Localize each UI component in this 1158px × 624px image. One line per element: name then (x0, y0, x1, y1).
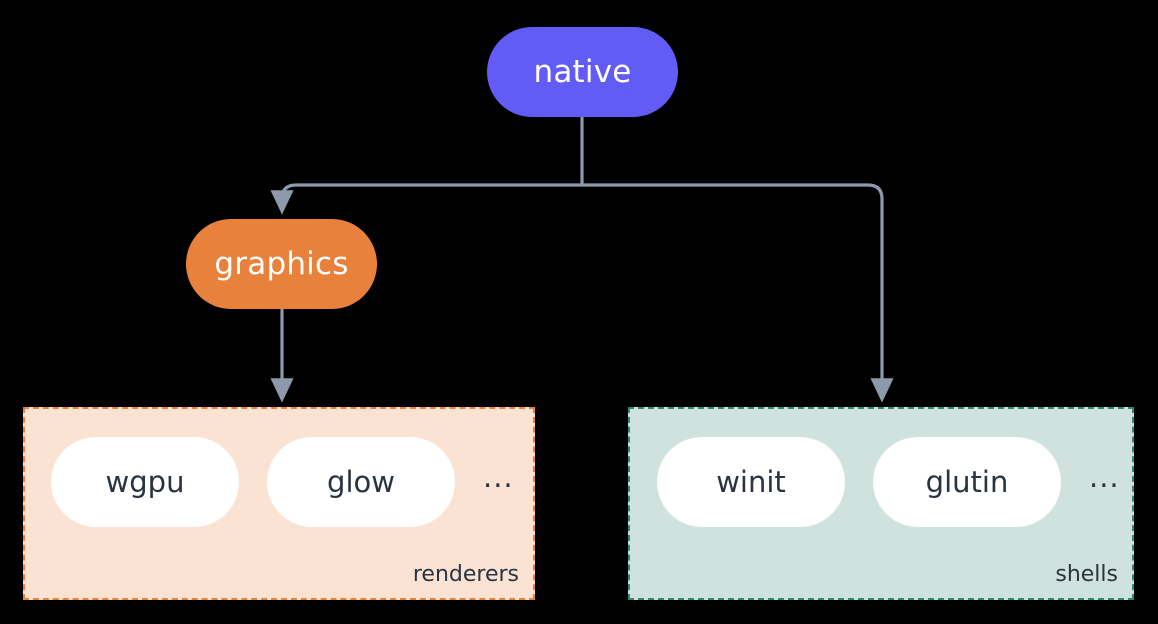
group-renderers: wgpu glow ... renderers (23, 407, 535, 600)
edge-native-to-graphics (270, 183, 584, 215)
leaf-pill-glutin[interactable]: glutin (873, 437, 1061, 527)
node-native-label: native (533, 53, 632, 90)
group-renderers-label: renderers (412, 562, 519, 587)
leaf-pill-glutin-label: glutin (925, 464, 1009, 499)
leaf-pill-glow[interactable]: glow (267, 437, 455, 527)
renderers-overflow-ellipsis: ... (483, 459, 514, 494)
leaf-pill-glow-label: glow (327, 464, 395, 499)
group-shells-items: winit glutin ... (657, 437, 1120, 527)
group-shells: winit glutin ... shells (628, 407, 1134, 600)
node-native[interactable]: native (487, 27, 678, 117)
edge-native-to-shells (580, 183, 894, 403)
leaf-pill-wgpu[interactable]: wgpu (51, 437, 239, 527)
leaf-pill-winit[interactable]: winit (657, 437, 845, 527)
group-renderers-items: wgpu glow ... (51, 437, 514, 527)
leaf-pill-winit-label: winit (716, 464, 786, 499)
leaf-pill-wgpu-label: wgpu (105, 464, 185, 499)
group-shells-label: shells (1055, 562, 1118, 587)
node-graphics[interactable]: graphics (186, 219, 377, 309)
node-graphics-label: graphics (214, 245, 349, 282)
shells-overflow-ellipsis: ... (1089, 459, 1120, 494)
